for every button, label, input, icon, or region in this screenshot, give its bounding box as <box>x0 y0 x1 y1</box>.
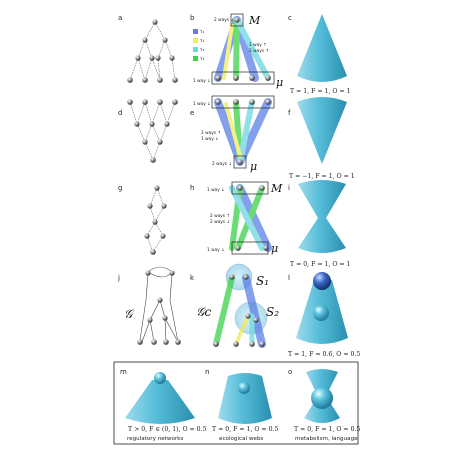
panel-label-g: g <box>118 184 122 192</box>
panel-label-l: l <box>288 274 290 282</box>
nodes-k <box>213 274 265 347</box>
panel-b: b τ₁ τ₂ τ₃ τ₄ 2 ways ↓ 1 way ↑ 2 ways ↑ … <box>190 13 283 89</box>
paths-e <box>214 98 272 166</box>
ball-o <box>311 387 333 409</box>
panel-label-n: n <box>205 368 209 376</box>
h-mid-up: 2 ways ↑ <box>210 213 230 219</box>
cone-m <box>125 380 195 424</box>
box-mu-e <box>233 155 247 169</box>
panel-label-f: f <box>288 109 291 117</box>
nodes-e <box>215 99 271 165</box>
paths-k <box>213 274 266 348</box>
panel-label-i: i <box>288 184 290 192</box>
caption-n: T ≈ 0, F ≈ 1, O ≈ 0.5 <box>212 426 278 433</box>
S2-label-k: S₂ <box>266 305 279 319</box>
e-bottom-ways: 2 ways ↓ <box>212 161 232 167</box>
box-M-h <box>231 181 269 195</box>
tau4-label: τ₄ <box>200 57 205 62</box>
paths-b <box>214 16 271 82</box>
label-m: regulatory networks <box>127 436 183 442</box>
e-mid-down: 1 way ↓ <box>201 136 219 142</box>
panel-label-c: c <box>288 14 292 22</box>
label-o: metabolism, language <box>295 436 358 442</box>
caption-i: T = 0, F = 1, O = 1 <box>290 261 351 268</box>
nodes-g <box>144 185 167 255</box>
caption-f: T = −1, F = 1, O = 1 <box>289 173 355 180</box>
panel-j: j 𝒢 <box>117 266 181 345</box>
box-M-b <box>230 13 244 27</box>
M-label-b: M <box>248 14 261 27</box>
panel-g: g <box>118 184 167 255</box>
cylinder-n <box>218 373 272 424</box>
Gc-label-k: 𝒢c <box>196 305 212 319</box>
caption-m: T > 0, F ∈ (0, 1), O ≈ 0.5 <box>128 426 207 433</box>
network-d <box>129 101 176 161</box>
cone-c <box>297 14 347 82</box>
mu-label-b: μ <box>276 76 283 89</box>
nodes-h <box>235 185 269 251</box>
bottom-frame <box>113 361 359 445</box>
panel-k: k 𝒢c S₁ S₂ <box>190 263 279 348</box>
panel-i: i T = 0, F = 1, O = 1 <box>288 180 351 268</box>
label-n: ecological webs <box>219 436 263 442</box>
box-top-e <box>211 95 275 109</box>
caption-l: T = 1, F = 0.6, O = 0.5 <box>288 351 360 358</box>
b-bottom-ways: 1 way ↓ <box>193 78 211 84</box>
network-g <box>146 187 165 253</box>
hourglass-i <box>298 180 346 253</box>
panel-h: h 1 way ↓ 2 ways ↑ 2 ways ↓ 1 way ↓ M μ <box>190 181 283 255</box>
h-top-ways: 1 way ↓ <box>207 187 225 193</box>
tau2-label: τ₂ <box>200 39 205 44</box>
e-top-ways: 1 way ↓ <box>193 101 211 107</box>
caption-o: T ≈ 0, F ≈ 1, O ≈ 0.5 <box>294 426 360 433</box>
ball-top-l <box>313 272 331 290</box>
nodes-b <box>215 17 271 81</box>
nodes-d <box>127 99 178 163</box>
e-mid-up: 2 ways ↑ <box>201 130 221 136</box>
panel-label-o: o <box>288 368 292 376</box>
S1-label-k: S₁ <box>256 274 269 288</box>
panel-d: d <box>118 99 178 163</box>
nodes-j <box>137 270 181 345</box>
panel-label-j: j <box>117 274 120 282</box>
panel-label-k: k <box>190 274 195 282</box>
h-mid-down: 2 ways ↓ <box>210 219 230 225</box>
panel-label-h: h <box>190 184 194 192</box>
network-a <box>129 21 176 81</box>
tau3-label: τ₃ <box>200 48 205 53</box>
ball-m <box>154 372 166 384</box>
panel-label-e: e <box>190 109 194 117</box>
ball-mid-l <box>313 305 329 321</box>
paths-h <box>229 184 272 252</box>
panel-e: e 1 way ↓ 2 ways ↑ 1 way ↓ 2 ways ↓ μ <box>190 95 275 173</box>
bottom-box: m T > 0, F ∈ (0, 1), O ≈ 0.5 regulatory … <box>113 361 360 445</box>
mu-label-h: μ <box>271 242 278 255</box>
panel-f: f T = −1, F = 1, O = 1 <box>288 97 355 180</box>
b-top-ways: 2 ways ↓ <box>214 17 234 23</box>
panel-label-b: b <box>190 14 195 22</box>
ball-n <box>238 382 250 394</box>
b-two-ways: 2 ways ↑ <box>249 48 269 54</box>
nodes-a <box>127 19 178 83</box>
panel-a: a <box>118 14 178 83</box>
G-label-j: 𝒢 <box>124 307 135 321</box>
box-mu-b <box>211 71 275 85</box>
cone-f <box>297 97 347 164</box>
b-one-way: 1 way ↑ <box>249 42 267 48</box>
caption-c: T = 1, F = 1, O = 1 <box>290 88 351 95</box>
panel-label-d: d <box>118 109 122 117</box>
panel-l: l T = 1, F = 0.6, O = 0.5 <box>288 272 360 358</box>
M-label-h: M <box>270 182 283 195</box>
mu-label-e: μ <box>250 160 257 173</box>
tau1-label: τ₁ <box>200 30 205 35</box>
panel-c: c T = 1, F = 1, O = 1 <box>288 14 351 95</box>
box-mu-h <box>231 241 269 255</box>
h-bottom-ways: 1 way ↓ <box>207 247 225 253</box>
network-j <box>139 266 179 343</box>
panel-label-m: m <box>120 368 127 376</box>
legend-b: τ₁ τ₂ τ₃ τ₄ <box>193 29 205 62</box>
panel-label-a: a <box>118 14 122 22</box>
